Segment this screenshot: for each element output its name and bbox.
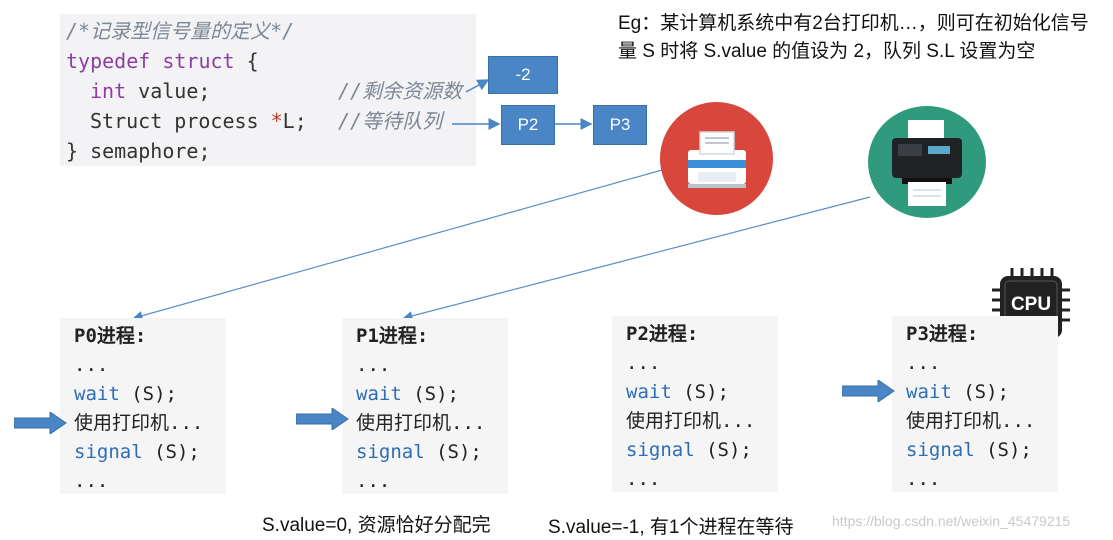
code-line-value: int value; //剩余资源数 [66,76,476,106]
process-wait-line: wait (S); [626,378,778,407]
wait-args: (S); [119,383,177,405]
process-wait-line: wait (S); [356,380,508,409]
wait-args: (S); [671,381,729,403]
signal-args: (S); [694,439,752,461]
wait-keyword: wait [74,383,120,405]
code-queue-comment: //等待队列 [338,109,443,133]
arrow-right-icon [296,408,349,430]
signal-keyword: signal [906,439,975,461]
printer-icon [868,106,986,218]
signal-keyword: signal [356,441,425,463]
code-comment-title: /*记录型信号量的定义*/ [66,19,295,43]
code-typedef-brace: { [234,49,259,73]
cpu-label: CPU [1010,294,1052,315]
process-box-p2: P2进程: ... wait (S); 使用打印机... signal (S);… [612,316,778,492]
process-box-p1: P1进程: ... wait (S); 使用打印机... signal (S);… [342,318,508,494]
signal-keyword: signal [74,441,143,463]
printer2-to-p1-arrow [402,196,871,321]
code-typedef-keyword: typedef struct [66,49,235,73]
code-line-typedef: typedef struct { [66,46,476,76]
process-signal-line: signal (S); [906,436,1058,465]
code-value-comment: //剩余资源数 [338,79,463,103]
process-use-line: 使用打印机... [74,412,204,434]
caption-value-minus-one: S.value=-1, 有1个进程在等待 [548,517,794,538]
code-value-field: value; [126,79,211,103]
process-title: P3进程: [906,323,979,345]
process-line: ... [74,354,109,376]
semaphore-code-block: /*记录型信号量的定义*/ typedef struct { int value… [60,14,476,166]
code-line-close: } semaphore; [66,139,211,163]
process-title: P0进程: [74,325,147,347]
wait-keyword: wait [626,381,672,403]
process-line: ... [906,352,941,374]
process-box-p3: P3进程: ... wait (S); 使用打印机... signal (S);… [892,316,1058,492]
code-struct-process: Struct process [90,109,271,133]
wait-keyword: wait [356,383,402,405]
queue-box-p3: P3 [593,105,647,145]
queue-box-p2: P2 [501,105,555,145]
code-pointer-star: * [270,109,283,133]
process-use-line: 使用打印机... [356,412,486,434]
value-box: -2 [488,56,558,94]
caption-value-zero: S.value=0, 资源恰好分配完 [262,515,491,536]
signal-keyword: signal [626,439,695,461]
process-signal-line: signal (S); [626,436,778,465]
process-line: ... [906,468,941,490]
process-signal-line: signal (S); [356,438,508,467]
process-line: ... [626,352,661,374]
process-title: P1进程: [356,325,429,347]
signal-args: (S); [974,439,1032,461]
printer-icon [660,102,773,215]
value-pointer-arrow [465,79,490,93]
watermark: https://blog.csdn.net/weixin_45479215 [832,513,1071,529]
process-line: ... [356,354,391,376]
process-wait-line: wait (S); [74,380,226,409]
process-signal-line: signal (S); [74,438,226,467]
signal-args: (S); [424,441,482,463]
wait-args: (S); [401,383,459,405]
example-description: Eg：某计算机系统中有2台打印机…，则可在初始化信号量 S 时将 S.value… [618,13,1089,62]
process-wait-line: wait (S); [906,378,1058,407]
process-use-line: 使用打印机... [906,410,1036,432]
printer1-to-p0-arrow [132,169,663,321]
process-box-p0: P0进程: ... wait (S); 使用打印机... signal (S);… [60,318,226,494]
process-line: ... [356,470,391,492]
code-int-keyword: int [90,79,127,103]
wait-args: (S); [951,381,1009,403]
process-line: ... [626,468,661,490]
process-use-line: 使用打印机... [626,410,756,432]
wait-keyword: wait [906,381,952,403]
process-line: ... [74,470,109,492]
code-line-queue: Struct process *L; //等待队列 [66,106,476,136]
arrow-right-icon [14,412,67,434]
process-title: P2进程: [626,323,699,345]
code-queue-field: L; [282,109,307,133]
arrow-right-icon [842,380,895,402]
signal-args: (S); [142,441,200,463]
